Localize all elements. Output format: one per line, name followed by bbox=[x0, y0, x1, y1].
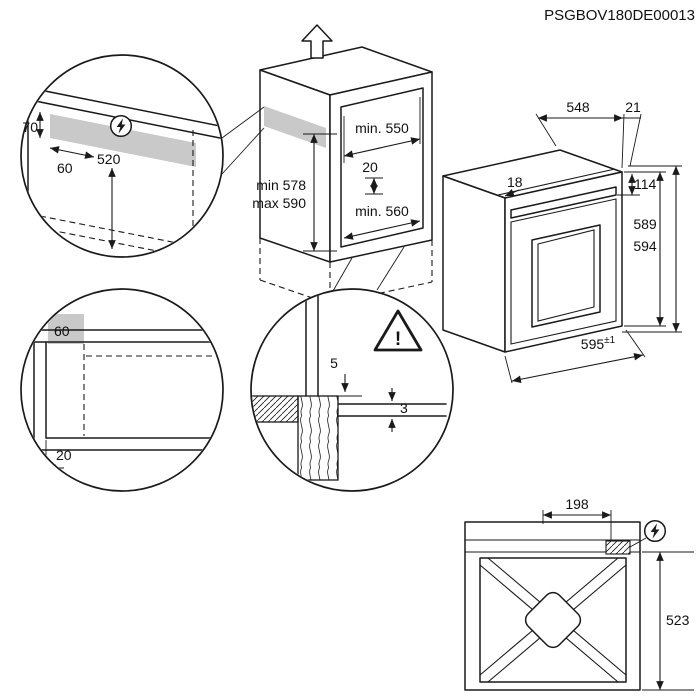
detail-power-connection: 70 60 520 bbox=[20, 54, 224, 258]
oven-door-window bbox=[531, 224, 601, 328]
power-bolt-icon bbox=[643, 519, 667, 543]
rear-center-plate bbox=[524, 591, 582, 649]
oven-door-handle bbox=[510, 186, 617, 219]
dim-595: 595±1 bbox=[581, 335, 616, 352]
dim-520: 520 bbox=[97, 151, 121, 167]
dim-589: 589 bbox=[633, 216, 657, 232]
dim-min-560: min. 560 bbox=[355, 203, 409, 219]
terminal-box bbox=[605, 540, 631, 555]
warning-triangle-icon bbox=[373, 309, 423, 352]
warning-exclamation: ! bbox=[395, 329, 401, 350]
dim-114: 114 bbox=[634, 176, 657, 192]
document-code: PSGBOV180DE00013 bbox=[544, 7, 695, 24]
dim-20: 20 bbox=[56, 447, 72, 463]
dim-60: 60 bbox=[54, 323, 70, 339]
detail-circle bbox=[250, 288, 454, 492]
oven-side-face bbox=[442, 175, 506, 353]
cabinet-niche-view: min. 550 20 min 578 max 590 min. 560 bbox=[221, 24, 433, 305]
cabinet-front-face bbox=[329, 71, 433, 263]
wood-section-horizontal bbox=[252, 395, 299, 423]
dim-21: 21 bbox=[625, 99, 641, 115]
detail-front-overlap: ! 5 3 bbox=[250, 288, 454, 492]
oven-door bbox=[510, 198, 617, 345]
cabinet-left-face bbox=[259, 69, 331, 263]
oven-rear-view: 198 523 bbox=[464, 496, 694, 691]
dim-60: 60 bbox=[57, 160, 73, 176]
dim-548: 548 bbox=[566, 99, 590, 115]
rear-panel bbox=[479, 557, 627, 683]
dim-min-550: min. 550 bbox=[355, 120, 409, 136]
cable-zone-shaded bbox=[48, 314, 84, 344]
niche-opening bbox=[340, 87, 424, 248]
power-bolt-icon bbox=[109, 114, 133, 138]
dim-18: 18 bbox=[507, 174, 523, 190]
dim-gap-20: 20 bbox=[362, 159, 378, 175]
dim-max-590: max 590 bbox=[252, 195, 306, 211]
dim-min-578: min 578 bbox=[256, 177, 306, 193]
oven-dimensions-view: 548 21 18 114 589 594 595±1 bbox=[442, 99, 682, 384]
dim-3: 3 bbox=[400, 400, 408, 416]
cable-zone-shaded bbox=[50, 114, 196, 167]
dim-198: 198 bbox=[565, 496, 589, 512]
dim-594: 594 bbox=[633, 238, 657, 254]
dim-5: 5 bbox=[330, 355, 338, 371]
dim-70: 70 bbox=[22, 119, 38, 135]
up-arrow-icon bbox=[301, 24, 333, 59]
dim-523: 523 bbox=[666, 612, 690, 628]
detail-circle bbox=[20, 54, 224, 258]
detail-cable-area: 60 20 bbox=[20, 288, 224, 492]
wood-section-vertical bbox=[297, 395, 339, 481]
